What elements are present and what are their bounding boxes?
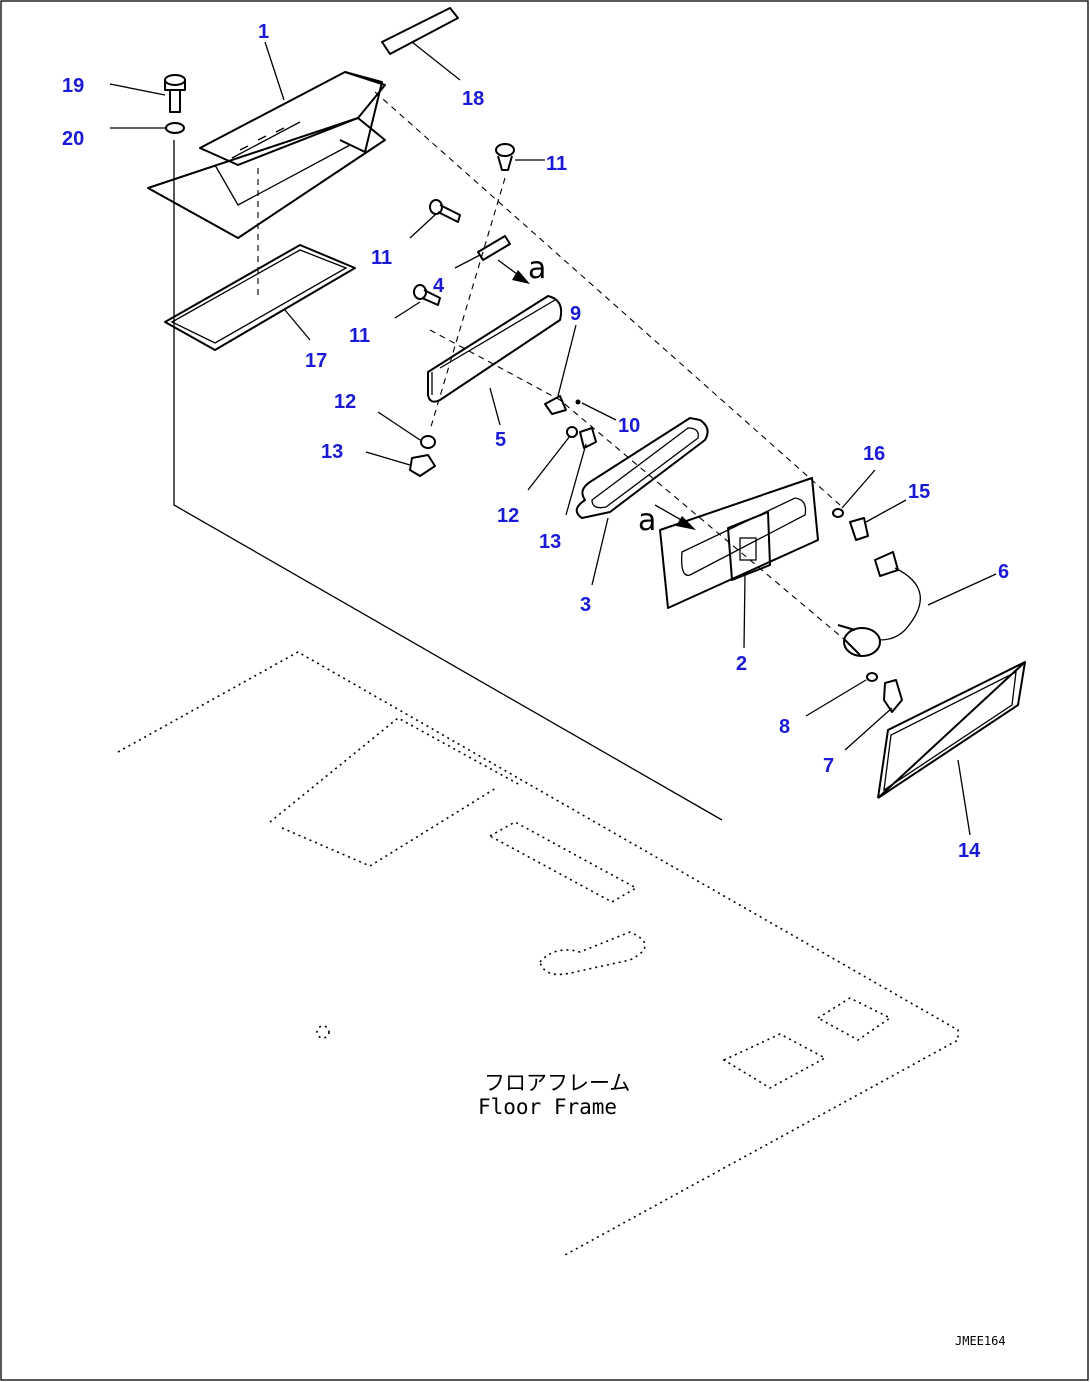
leader-4 [454,254,481,269]
callout-20: 20 [62,128,84,150]
part-1-housing [147,71,386,239]
leader-13-right [565,443,587,516]
part-11-screw-top [495,143,515,171]
leader-6 [927,573,997,606]
leader-13-left [365,451,411,466]
callout-15: 15 [908,481,930,503]
leader-11-mid [409,213,437,239]
leader-16 [841,469,876,509]
part-13-nut-left [409,454,436,477]
leader-9 [557,324,577,397]
part-9-nut [544,395,567,415]
leader-15 [865,499,907,523]
ref-mark-a-top: a [528,251,546,286]
part-20-washer [165,122,185,134]
part-11-screw-low [413,284,441,306]
callout-17: 17 [305,350,327,372]
part-11-screw-mid [429,199,461,223]
callout-1: 1 [258,21,269,43]
part-12-washer-left [420,435,436,449]
arrow-a-top-head [512,270,530,284]
part-4-clip [477,235,511,261]
leader-7 [844,707,893,751]
part-15-bolt [849,517,869,541]
callout-16: 16 [863,443,885,465]
callout-12-left: 12 [334,391,356,413]
callout-11-low: 11 [349,325,370,347]
part-3-seal [575,417,709,519]
callout-13-right: 13 [539,531,561,553]
part-2-bracket [659,477,819,609]
leader-2 [743,574,746,649]
leader-10 [581,402,617,421]
floor-frame [117,651,959,1256]
callout-18: 18 [462,88,484,110]
part-13-nut-right [579,427,597,449]
callout-5: 5 [495,429,506,451]
callout-12-right: 12 [497,505,519,527]
part-10-pin [575,399,581,405]
leader-17 [284,309,311,341]
ref-mark-a-bottom: a [638,503,656,538]
part-16-washer [832,508,844,518]
part-8-washer [866,672,878,682]
part-14-lens [877,661,1026,799]
part-7-bolt [883,679,903,713]
part-18-rod [381,7,459,55]
leader-14 [957,759,971,836]
callout-7: 7 [823,755,834,777]
guide-line-left [173,140,723,821]
leader-12-left [377,411,421,441]
drawing-code: JMEE164 [955,1334,1006,1348]
guide-line-11 [429,177,506,431]
callout-11-mid: 11 [371,247,392,269]
part-19-bolt [164,74,186,113]
callout-6: 6 [998,561,1009,583]
part-6-harness [837,551,921,657]
callout-13-left: 13 [321,441,343,463]
part-12-washer-right [566,426,578,438]
leader-12-right [527,435,571,491]
leader-8 [805,679,867,717]
part-17-gasket [164,244,356,351]
callout-11-top: 11 [546,153,567,175]
leader-1 [264,41,285,101]
guide-line-mid [429,329,846,641]
leader-18 [411,41,461,81]
floor-label-jp: フロアフレーム [484,1071,630,1095]
floor-label-en: Floor Frame [478,1095,617,1119]
leader-5 [489,387,501,426]
callout-10: 10 [618,415,640,437]
callout-8: 8 [779,716,790,738]
leader-11-low [394,301,421,319]
callout-2: 2 [736,653,747,675]
part-5-plate [427,295,563,403]
callout-14: 14 [958,840,981,862]
callout-9: 9 [570,303,581,325]
leader-19 [109,83,166,96]
callout-19: 19 [62,75,84,97]
arrow-a-bottom-head [676,516,696,530]
leader-3 [591,517,609,586]
callout-3: 3 [580,594,591,616]
guide-line-top [374,91,841,506]
callout-4: 4 [433,275,445,297]
